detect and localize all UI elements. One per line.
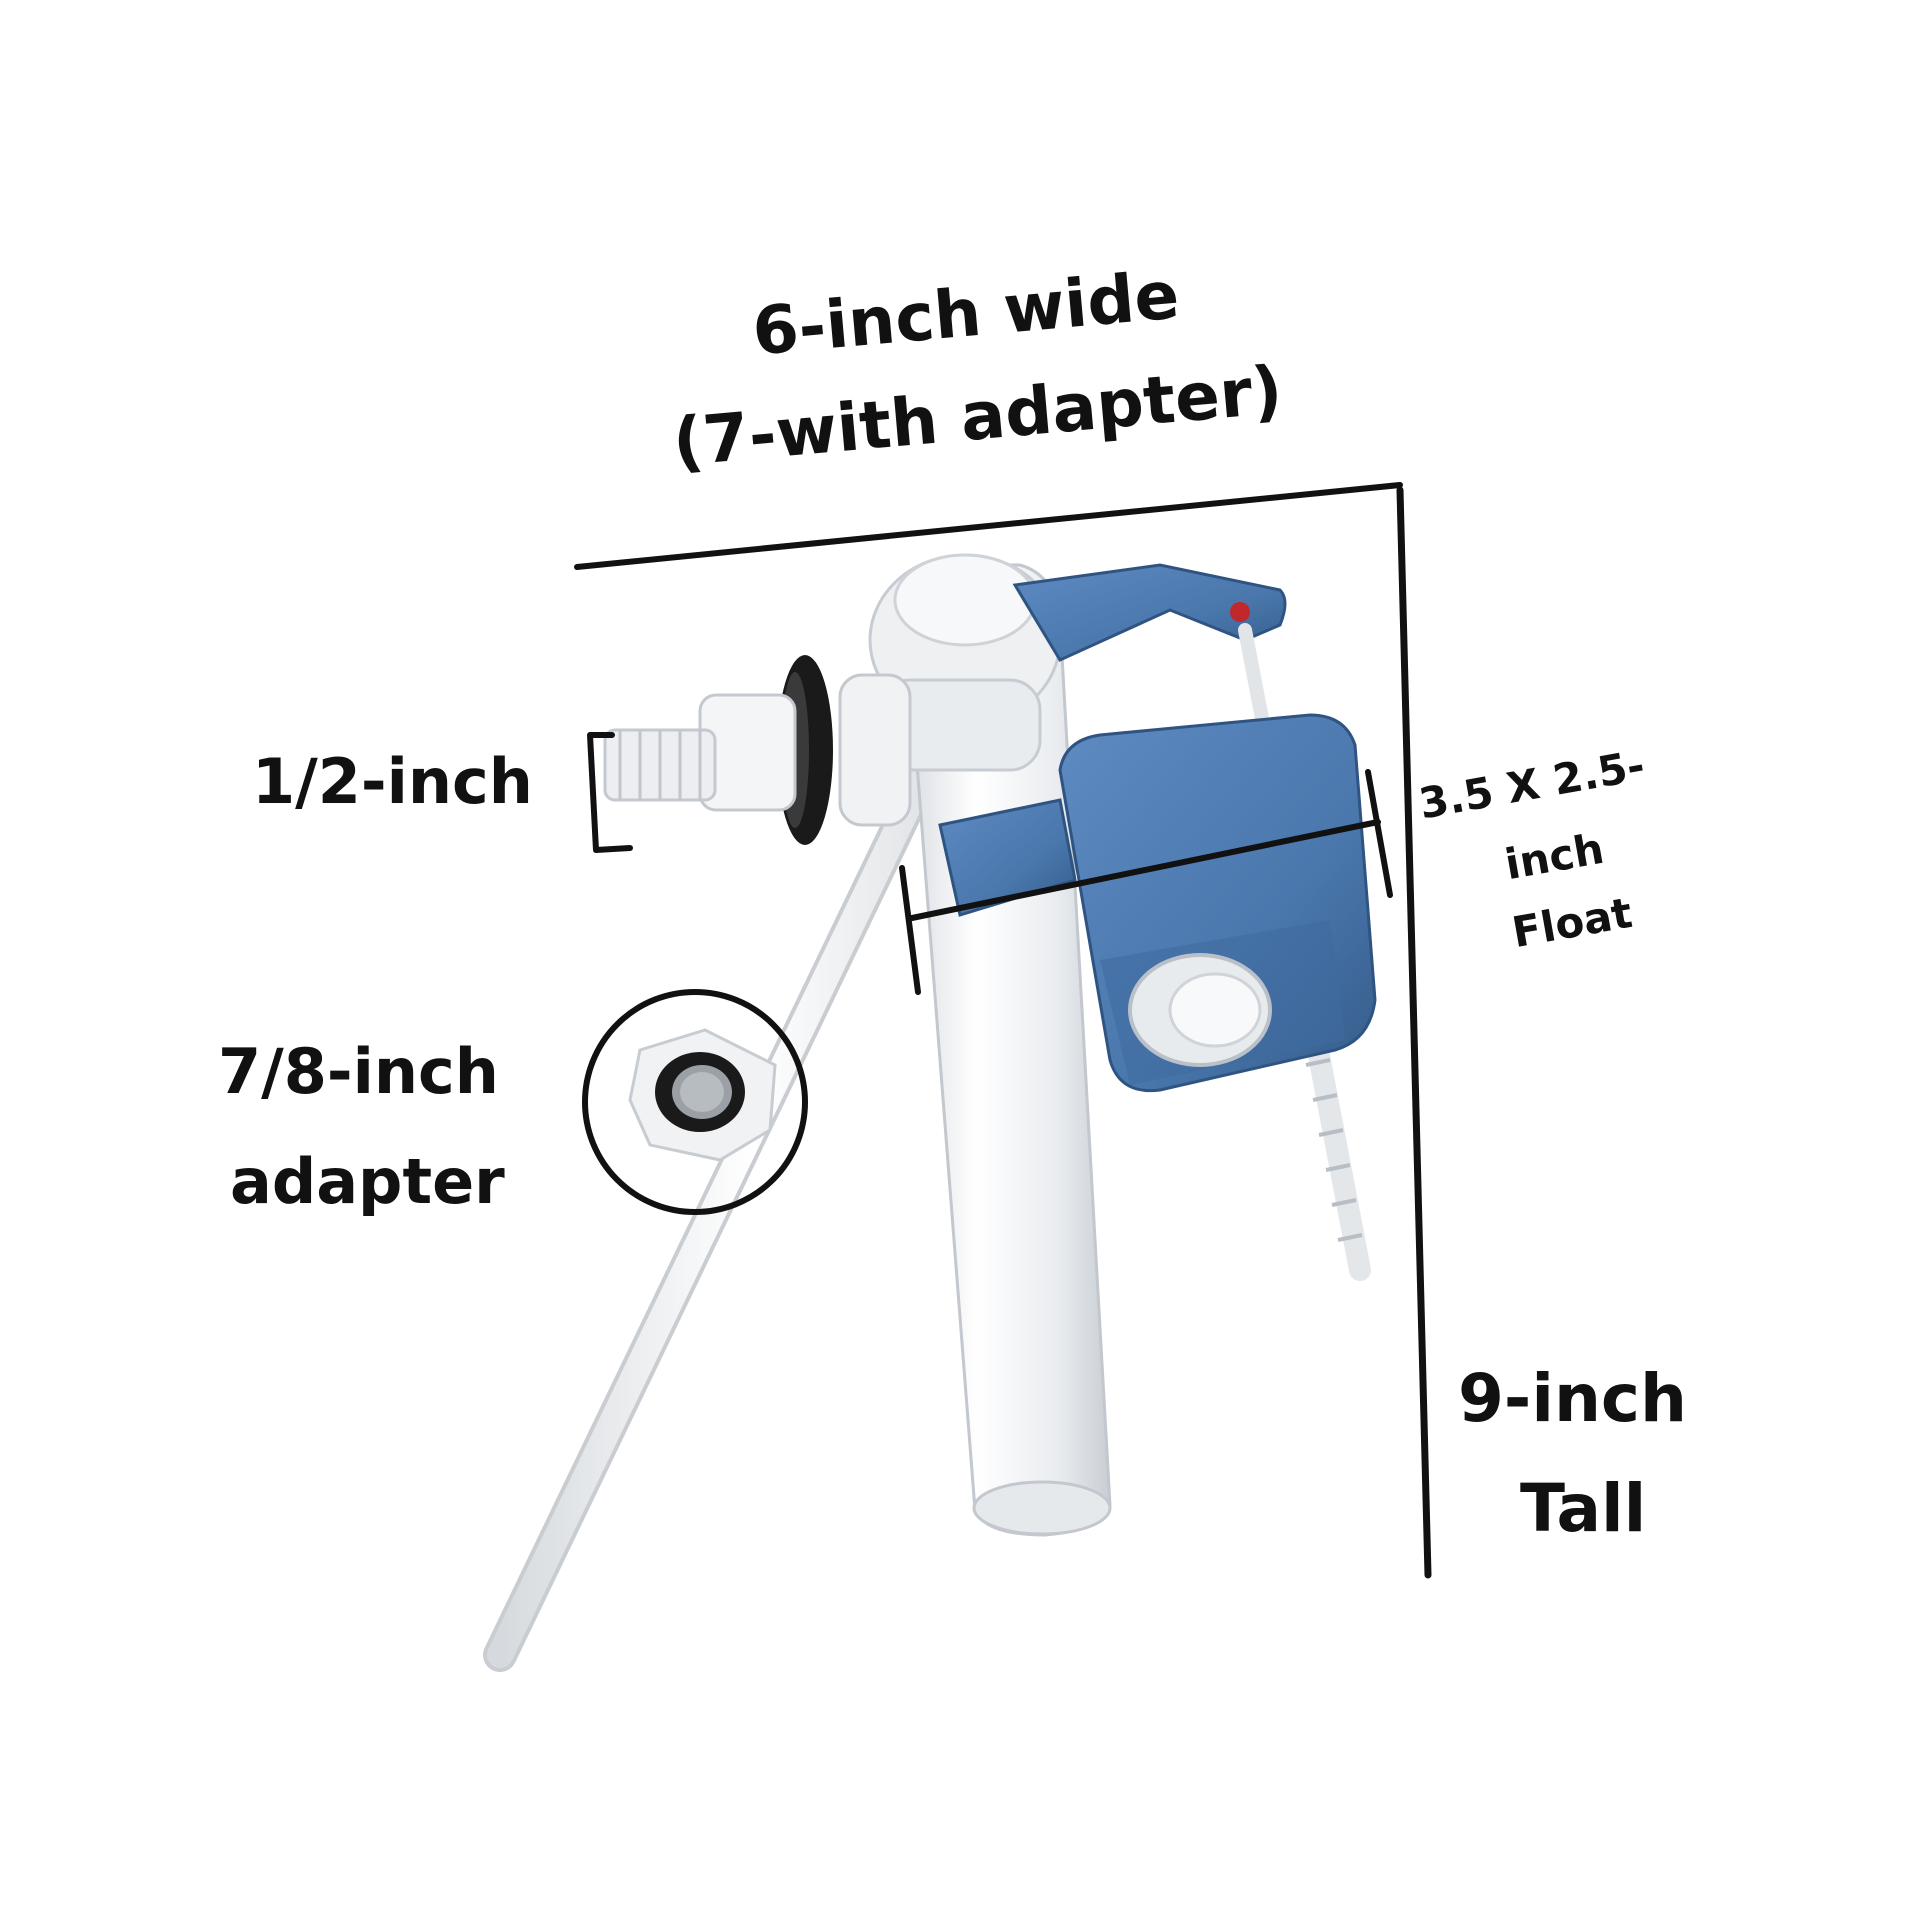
inlet-bracket (587, 732, 633, 853)
height-label-line2: Tall (1520, 1470, 1647, 1547)
adapter-photo (628, 1028, 777, 1162)
inlet-assembly (603, 655, 912, 845)
blue-float (938, 713, 1377, 1093)
inlet-size-label: 1/2-inch (252, 745, 533, 818)
adapter-label-line2: adapter (230, 1145, 505, 1218)
float-dimension-line (899, 769, 1393, 995)
width-dimension-line (574, 482, 1403, 570)
adapter-highlight-circle (582, 989, 808, 1215)
height-label-line1: 9-inch (1458, 1360, 1688, 1437)
height-dimension-line (1396, 486, 1432, 1579)
adapter-label-line1: 7/8-inch (218, 1035, 499, 1108)
float-lever-arm (1012, 563, 1287, 662)
